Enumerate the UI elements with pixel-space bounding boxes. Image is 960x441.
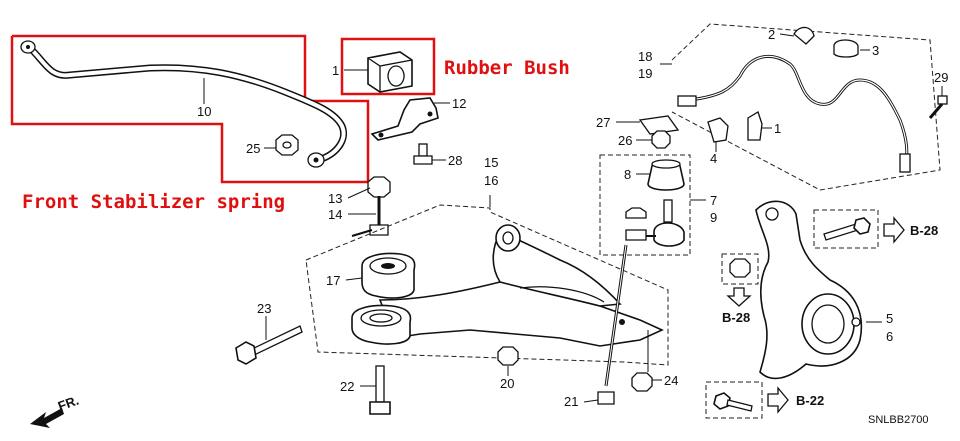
- label-27: 27: [596, 115, 610, 130]
- label-1-bush: 1: [332, 63, 339, 78]
- front-stabilizer-callout: Front Stabilizer spring: [22, 191, 285, 213]
- label-17: 17: [326, 273, 340, 288]
- label-29: 29: [934, 70, 948, 85]
- label-23: 23: [257, 301, 271, 316]
- label-18: 18: [638, 49, 652, 64]
- arrow-down-b28: [726, 287, 752, 307]
- nut-25: [275, 134, 299, 156]
- label-26: 26: [618, 133, 632, 148]
- label-13: 13: [328, 191, 342, 206]
- rubber-bush: [367, 51, 413, 93]
- label-2: 2: [768, 27, 775, 42]
- wheel-speed-sensor-wire: [677, 54, 911, 173]
- label-1-bracket: 1: [774, 121, 781, 136]
- bracket-4: [707, 117, 729, 143]
- bolt-21: [597, 391, 615, 405]
- steering-knuckle: [755, 200, 863, 380]
- front-marker: FR.: [56, 393, 81, 414]
- ref-b22: B-22: [796, 393, 824, 408]
- bolt-b22-box: [705, 381, 763, 419]
- stabilizer-link: [351, 176, 391, 237]
- label-25: 25: [246, 141, 260, 156]
- ball-joint-group-box: [599, 154, 691, 256]
- label-4: 4: [710, 151, 717, 166]
- label-14: 14: [328, 207, 342, 222]
- bolt-28: [413, 143, 433, 165]
- nut-26: [651, 130, 671, 149]
- sensor-group-box: [671, 23, 941, 191]
- clip-2: [793, 26, 815, 45]
- bracket-1: [747, 111, 763, 141]
- bolt-23: [235, 325, 303, 365]
- rear-bushing: [351, 304, 412, 345]
- arrow-right-b22: [767, 386, 789, 414]
- grommet-3: [833, 39, 859, 58]
- bolt-b28: [823, 217, 871, 241]
- ball-joint: [625, 199, 685, 247]
- label-9: 9: [710, 210, 717, 225]
- bush-bracket-12: [370, 97, 439, 141]
- bolt-b22: [713, 392, 753, 412]
- label-28: 28: [448, 153, 462, 168]
- nut-b28: [729, 258, 751, 278]
- label-6: 6: [886, 329, 893, 344]
- label-24: 24: [664, 373, 678, 388]
- nut-b28-box: [721, 253, 759, 285]
- dust-boot-8: [647, 159, 685, 191]
- clip-27: [638, 115, 680, 135]
- label-5: 5: [886, 311, 893, 326]
- nut-24: [631, 372, 653, 392]
- bolt-22: [369, 365, 391, 415]
- lower-control-arm: [378, 224, 664, 347]
- label-21: 21: [564, 394, 578, 409]
- rubber-bush-callout: Rubber Bush: [444, 57, 570, 79]
- bushing-17: [361, 252, 416, 299]
- label-16: 16: [484, 173, 498, 188]
- label-7: 7: [710, 193, 717, 208]
- bolt-b28-box: [813, 209, 879, 249]
- label-20: 20: [500, 376, 514, 391]
- nut-20: [497, 346, 519, 366]
- label-10: 10: [197, 104, 211, 119]
- front-arrow-icon: [30, 408, 64, 428]
- label-8: 8: [624, 167, 631, 182]
- bolt-29: [928, 95, 948, 119]
- diagram-code: SNLBB2700: [868, 414, 929, 426]
- lower-arm-group-box: [305, 204, 669, 366]
- label-12: 12: [452, 96, 466, 111]
- label-15: 15: [484, 155, 498, 170]
- ref-b28-down: B-28: [722, 310, 750, 325]
- bush-highlight-frame: [340, 37, 436, 96]
- stabilizer-bar: [20, 40, 347, 168]
- label-3: 3: [872, 43, 879, 58]
- label-22: 22: [340, 379, 354, 394]
- label-19: 19: [638, 66, 652, 81]
- arrow-right-b28: [883, 216, 905, 244]
- ref-b28-right: B-28: [910, 223, 938, 238]
